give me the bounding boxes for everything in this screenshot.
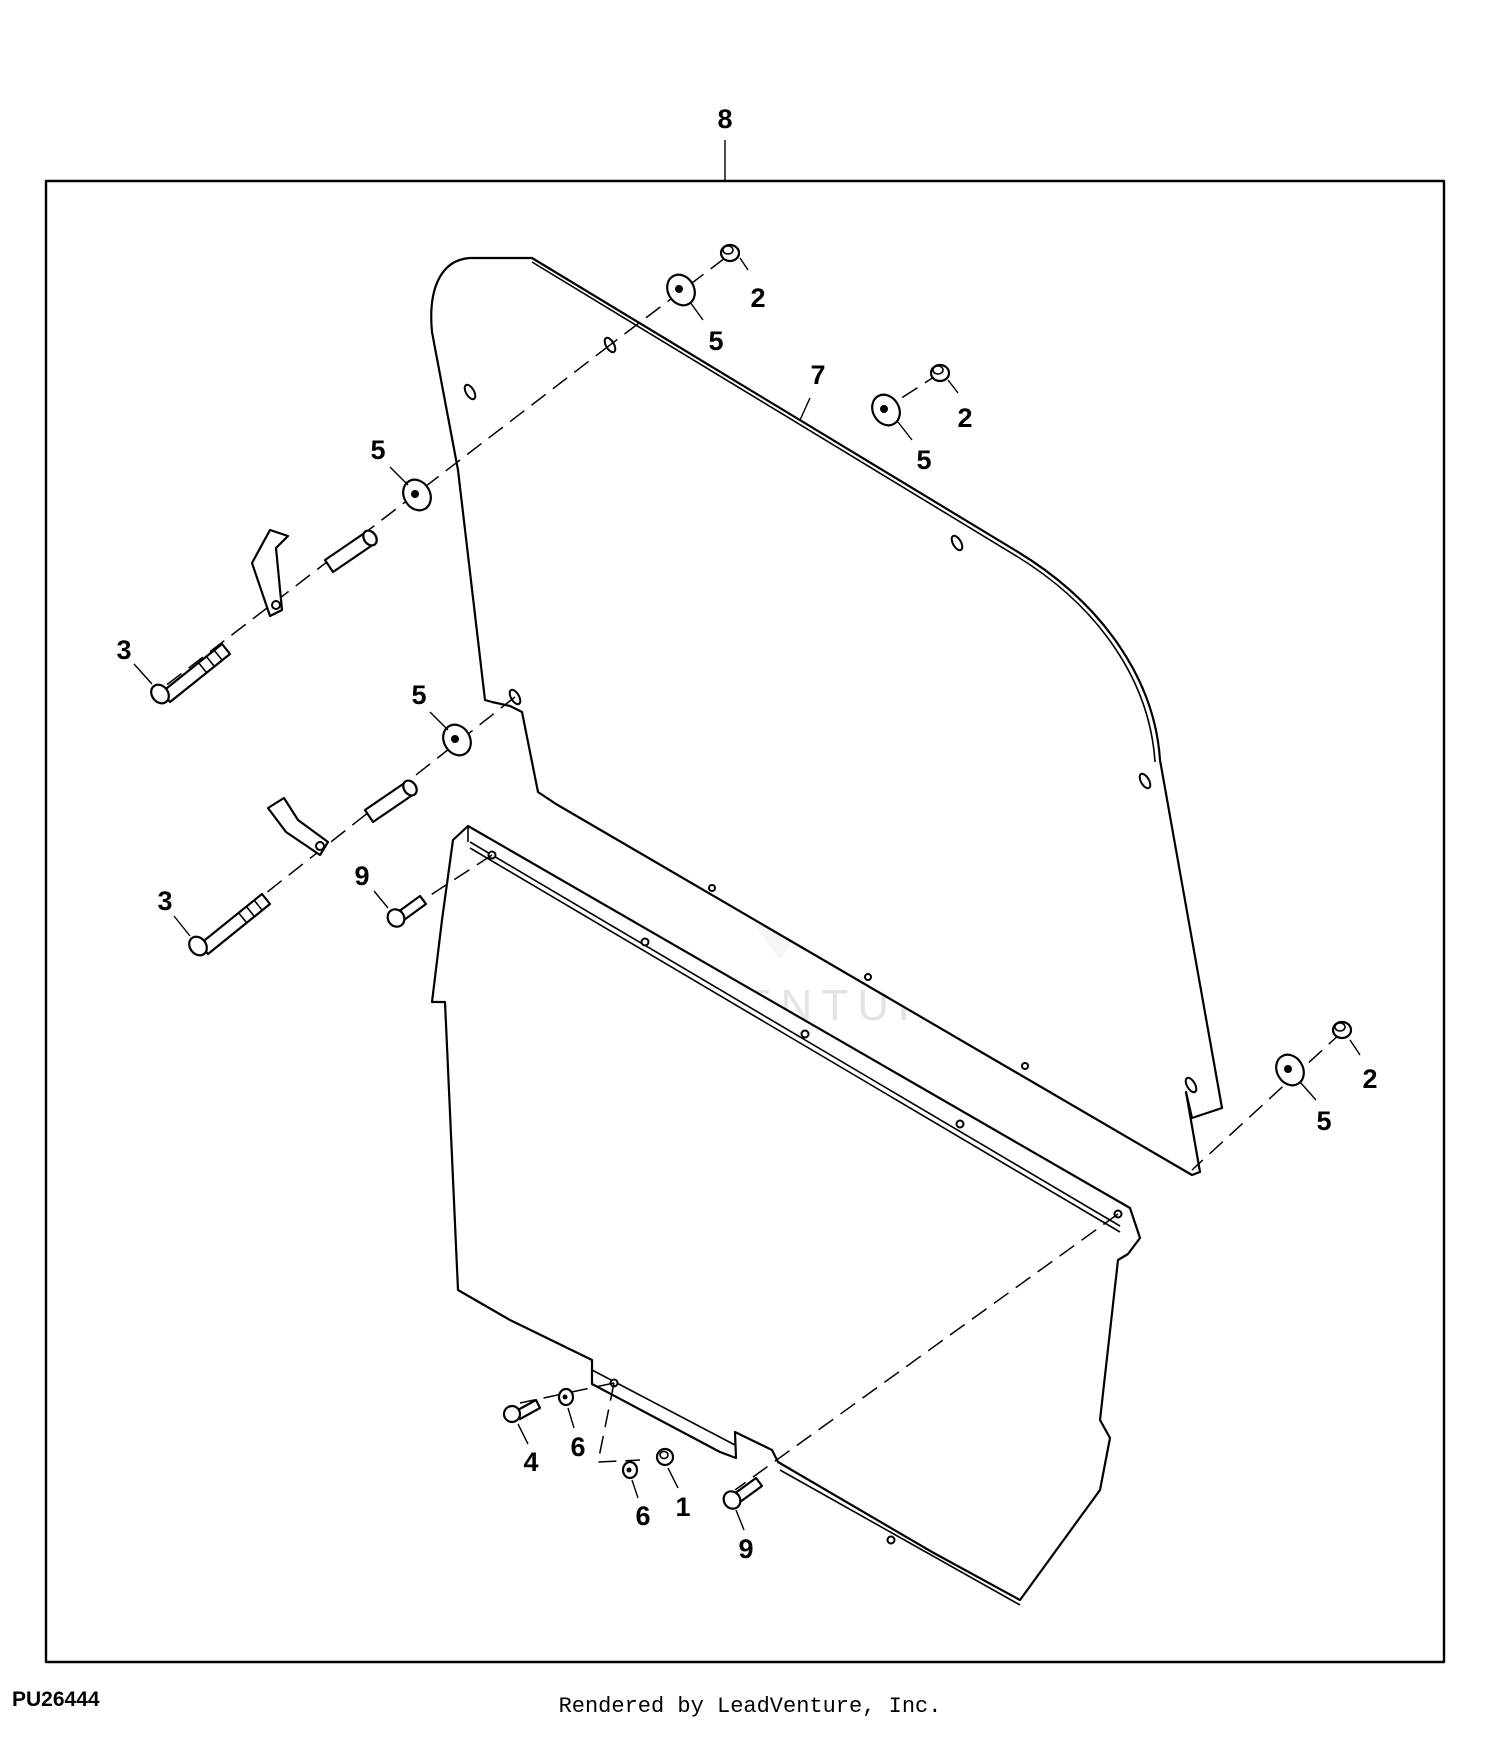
spacer-lower-icon (363, 779, 418, 824)
washer-5-left-icon (402, 478, 432, 512)
bolt-9-lower-icon (722, 1476, 764, 1510)
diagram-id: PU26444 (12, 1688, 100, 1711)
leader-5e (1299, 1081, 1317, 1101)
leader-1 (667, 1467, 679, 1489)
lockwasher-6-lower-icon (621, 1460, 639, 1480)
leader-6b (631, 1479, 639, 1499)
dash-nut-1 (597, 1382, 641, 1463)
bracket-upper-icon (250, 528, 290, 618)
callout-3: 3 (157, 886, 172, 916)
leader-4 (517, 1423, 529, 1445)
dash-top-right (609, 257, 726, 346)
leader-3b (173, 915, 191, 937)
nut-2-top-icon (719, 243, 741, 263)
spacer-upper-icon (323, 529, 378, 574)
leader-5d (429, 711, 449, 731)
washer-5-mid-icon (871, 393, 901, 427)
leader-2a (739, 257, 749, 271)
callout-2: 2 (750, 283, 765, 313)
leader-5a (689, 301, 704, 321)
callout-5: 5 (370, 435, 385, 465)
callout-2: 2 (957, 403, 972, 433)
leader-2c (1349, 1039, 1361, 1056)
dash-bolt-4 (519, 1382, 615, 1404)
bolt-9-upper-icon (386, 894, 428, 928)
bolt-3-upper-icon (150, 642, 232, 705)
dash-top-left (159, 344, 611, 691)
render-credit: Rendered by LeadVenture, Inc. (558, 1694, 942, 1719)
callout-6: 6 (635, 1501, 650, 1531)
callout-4: 4 (523, 1447, 538, 1477)
callout-6: 6 (570, 1432, 585, 1462)
leader-6a (567, 1407, 575, 1429)
callout-7: 7 (810, 360, 825, 390)
lower-panel (430, 824, 1142, 1606)
leader-7 (799, 397, 811, 421)
leader-9b (735, 1509, 745, 1531)
callout-9: 9 (354, 861, 369, 891)
leader-5b (897, 421, 913, 441)
callout-5: 5 (1316, 1106, 1331, 1136)
assembly-frame (44, 179, 1446, 1664)
leader-5c (389, 466, 409, 486)
callout-1: 1 (675, 1492, 690, 1522)
leader-3a (133, 663, 153, 685)
nut-2-mid-icon (929, 363, 951, 383)
dash-right (1191, 1031, 1343, 1171)
leader-9a (373, 890, 389, 909)
washer-5-top-icon (666, 273, 696, 307)
callout-5: 5 (411, 680, 426, 710)
lockwasher-6-upper-icon (557, 1387, 575, 1407)
nut-2-right-icon (1331, 1020, 1353, 1040)
bracket-lower-icon (266, 796, 330, 857)
dash-bolt-9b (734, 1213, 1119, 1491)
callout-3: 3 (116, 635, 131, 665)
callout-9: 9 (738, 1534, 753, 1564)
bolt-4-icon (502, 1398, 542, 1424)
callout-5: 5 (708, 326, 723, 356)
callout-5: 5 (916, 445, 931, 475)
callout-2: 2 (1362, 1064, 1377, 1094)
leader-2b (947, 379, 959, 394)
washer-5-lower-left-icon (442, 723, 472, 757)
nut-1-icon (655, 1447, 675, 1467)
callout-8: 8 (717, 104, 732, 134)
washer-5-right-icon (1275, 1053, 1305, 1087)
upper-panel-7 (430, 256, 1224, 1177)
bolt-3-lower-icon (188, 892, 272, 957)
